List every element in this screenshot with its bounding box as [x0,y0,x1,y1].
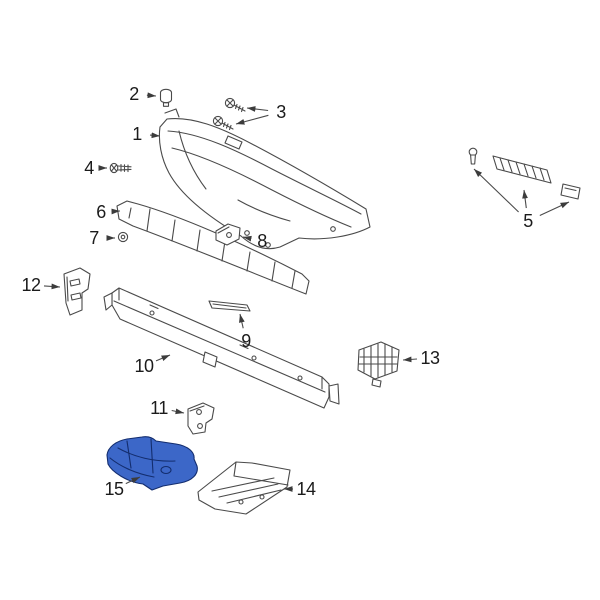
callout-2-cap-nut[interactable]: 2 [129,84,139,104]
leader-line-15 [125,476,141,485]
part-12-bracket[interactable] [63,267,91,316]
callout-6-lower-valance[interactable]: 6 [96,202,106,222]
callout-12-side-support[interactable]: 12 [21,275,41,295]
leader-line-8 [242,235,252,242]
part-9-strip[interactable] [208,300,251,312]
part-5-retainer [560,183,581,200]
part-14-under-cover[interactable] [197,461,291,515]
part-7-grommet[interactable] [117,231,129,243]
leader-line-3 [235,114,269,125]
part-11-bracket[interactable] [187,402,215,435]
part-5-reflector [492,155,552,184]
leader-line-12 [43,283,61,290]
leader-line-11 [171,408,185,415]
part-1-bumper-cover[interactable] [158,108,371,250]
leader-line-1 [149,132,161,139]
callout-5-reflector-kit[interactable]: 5 [523,211,533,231]
callout-8-side-bracket[interactable]: 8 [257,231,267,251]
callout-14-under-cover[interactable]: 14 [296,479,316,499]
part-8-bracket[interactable] [215,223,241,246]
part-4-screw[interactable] [109,162,132,174]
callout-1-bumper-cover[interactable]: 1 [132,124,142,144]
part-3-screws[interactable] [212,97,246,131]
leader-line-9 [239,313,245,329]
leader-line-10 [155,354,171,362]
part-15-bumper-support[interactable] [106,436,198,491]
callout-10-impact-bar[interactable]: 10 [134,356,154,376]
callout-15-bumper-support[interactable]: 15 [104,479,124,499]
leader-line-5 [539,201,570,216]
callout-9-seal-strip[interactable]: 9 [241,331,251,351]
callout-4-screw[interactable]: 4 [84,158,94,178]
part-5-clip [468,147,478,165]
part-5-reflector-kit[interactable] [468,147,581,200]
leader-line-3 [246,106,269,112]
callout-13-rear-cover-bracket[interactable]: 13 [420,348,440,368]
leader-line-5 [522,189,528,209]
leader-lines [43,92,570,492]
callout-7-grommet[interactable]: 7 [89,228,99,248]
part-10-impact-bar[interactable] [103,287,340,409]
part-15-detail-lines [109,438,176,478]
leader-line-2 [146,92,157,99]
callout-11-mount-bracket[interactable]: 11 [150,398,168,418]
part-2-cap-nut[interactable] [159,88,173,107]
part-6-lower-valance[interactable] [116,200,310,295]
callout-3-screws[interactable]: 3 [276,102,286,122]
part-13-bracket-cover[interactable] [357,341,400,388]
leader-line-5 [473,168,519,213]
leader-line-13 [402,356,418,363]
